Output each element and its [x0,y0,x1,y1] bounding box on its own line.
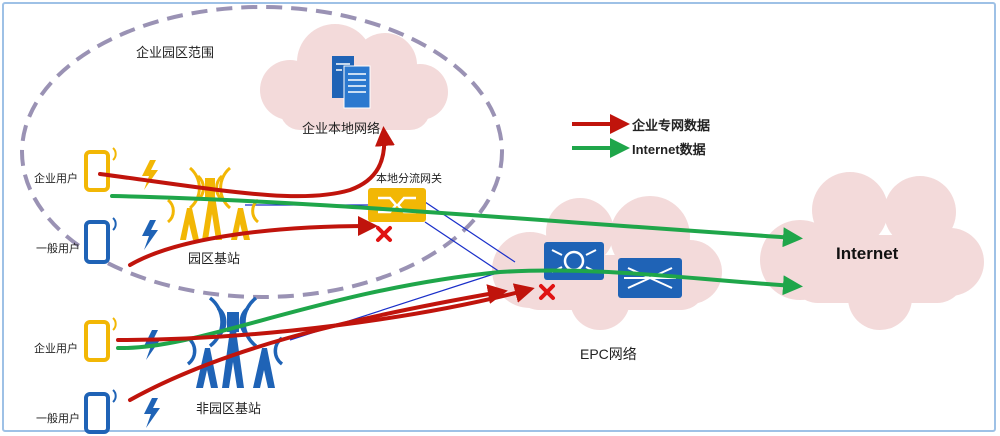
internet-label: Internet [836,244,899,263]
cross-icon [376,226,392,242]
cloud-icon [492,196,722,330]
user-general-label: 一般用户 [36,243,80,255]
gateway-icon [368,188,426,222]
phone-icon [84,217,117,264]
local-gateway-label: 本地分流网关 [376,173,442,185]
phone-icon [84,147,117,192]
campus-boundary [20,5,504,299]
enterprise-path-general-external [128,284,508,402]
switch-icon [618,258,682,298]
campus-station-label: 园区基站 [188,251,241,266]
phone-icon [84,389,117,434]
legend-internet-label: Internet数据 [632,142,706,157]
user-enterprise-label: 企业用户 [34,173,78,185]
phone-icon [84,317,117,362]
campus-scope-label: 企业园区范围 [136,45,215,60]
user-enterprise-label: 企业用户 [34,343,78,355]
cross-icon [539,284,555,300]
non-campus-station-label: 非园区基站 [196,401,262,416]
cloud-icon [760,172,984,330]
enterprise-path-blocked-campus [128,216,378,267]
legend-enterprise-label: 企业专网数据 [632,118,711,133]
tower-icon [166,166,260,240]
local-network-label: 企业本地网络 [302,121,381,136]
internet-path-campus [110,194,803,248]
user-general-label: 一般用户 [36,413,80,425]
epc-label: EPC网络 [580,346,637,362]
enterprise-path-local [98,126,395,199]
server-icon [332,56,371,109]
router-icon [544,242,604,280]
